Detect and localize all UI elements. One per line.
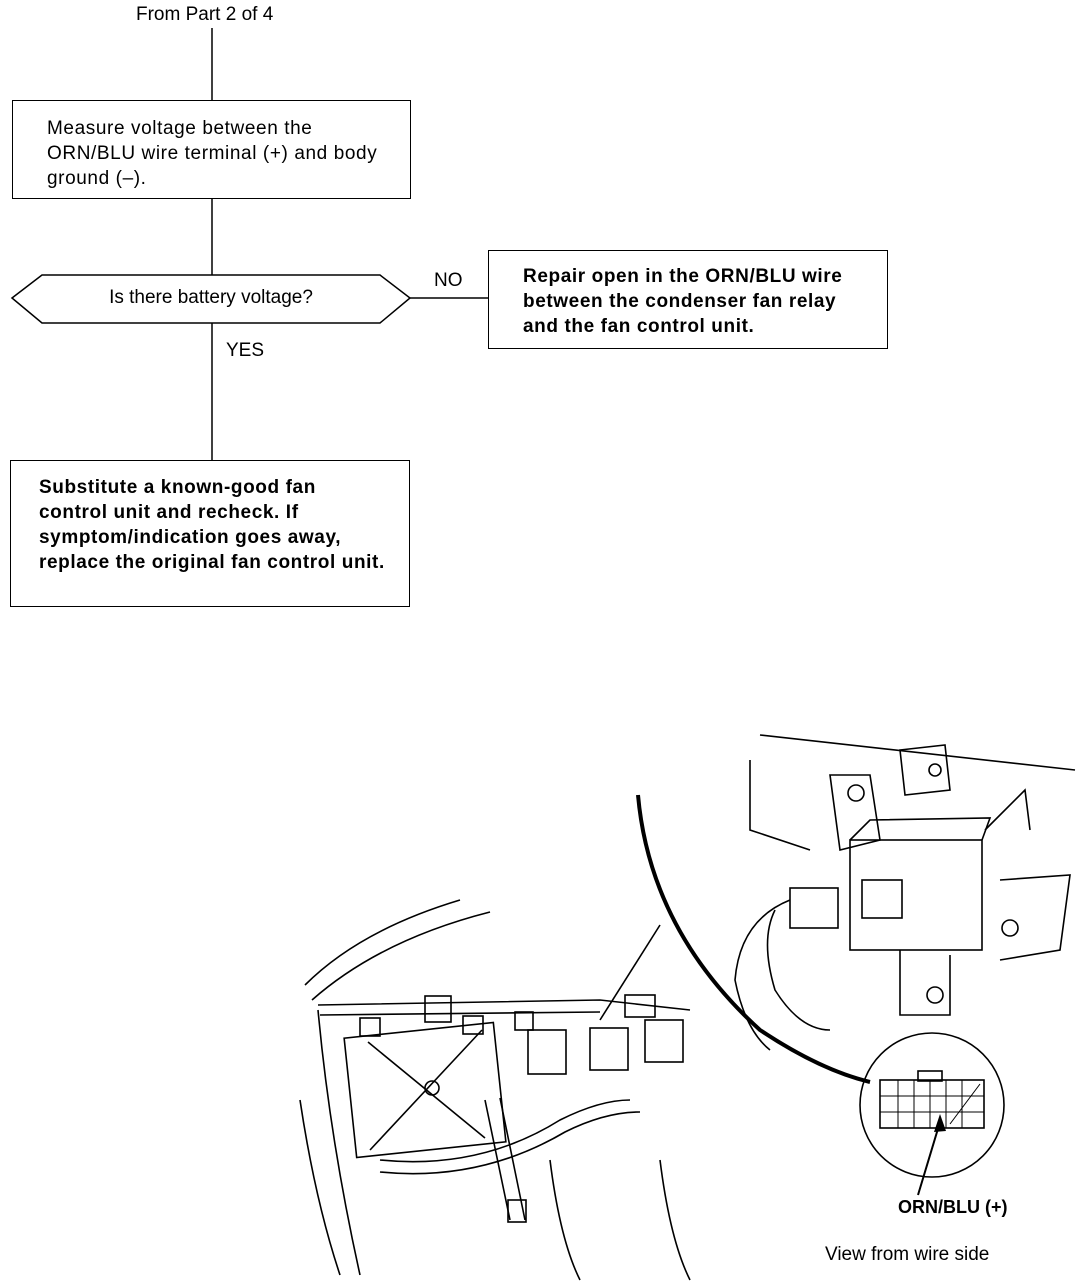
measure-step-text: Measure voltage between the ORN/BLU wire… — [47, 118, 378, 189]
from-part-label: From Part 2 of 4 — [136, 4, 274, 25]
yes-action-box: Substitute a known-good fan control unit… — [10, 460, 410, 607]
no-action-text: Repair open in the ORN/BLU wire between … — [523, 266, 843, 337]
no-label: NO — [434, 270, 463, 291]
decision-text: Is there battery voltage? — [109, 287, 313, 308]
decision-shape — [10, 274, 412, 324]
no-action-box: Repair open in the ORN/BLU wire between … — [488, 250, 888, 349]
yes-action-text: Substitute a known-good fan control unit… — [39, 477, 385, 573]
measure-step-box: Measure voltage between the ORN/BLU wire… — [12, 100, 411, 199]
connector-label: ORN/BLU (+) — [898, 1197, 1008, 1217]
view-caption: View from wire side — [825, 1244, 990, 1265]
yes-label: YES — [226, 340, 265, 361]
